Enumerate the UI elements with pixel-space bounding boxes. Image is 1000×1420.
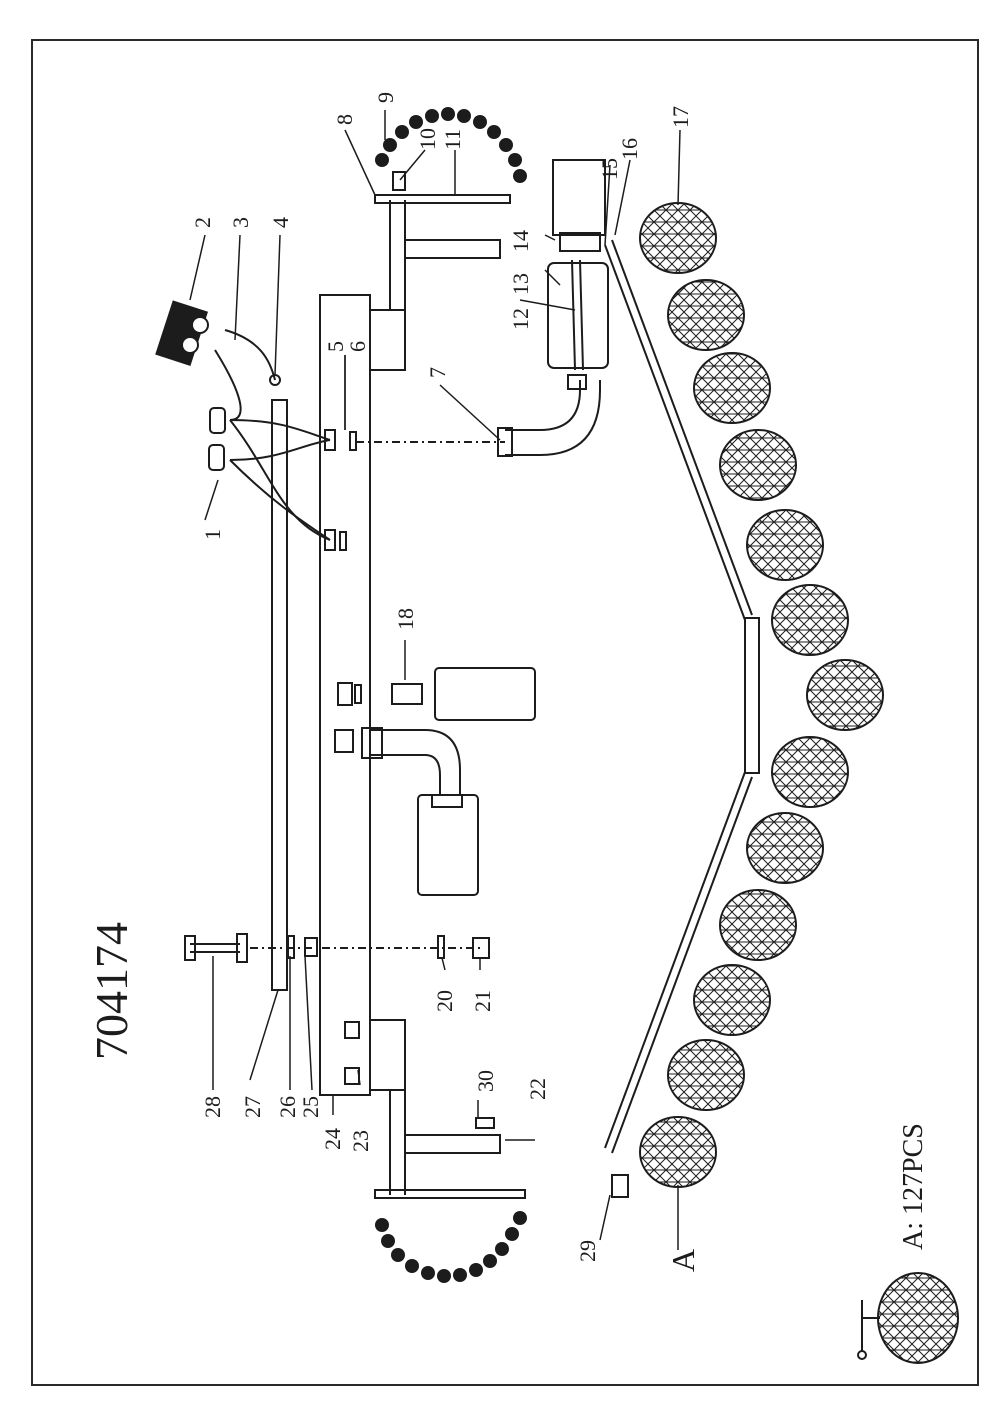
part-label: 22 — [525, 1078, 550, 1100]
part-label: 15 — [597, 158, 622, 180]
part-label: 3 — [228, 217, 253, 228]
shade-upper — [497, 159, 609, 457]
main-frame — [271, 194, 526, 1199]
part-label: 18 — [393, 608, 418, 630]
part-label: 14 — [508, 230, 533, 252]
crystal-icon — [877, 1272, 959, 1364]
part-label: 6 — [345, 341, 370, 352]
part-label: 24 — [320, 1128, 345, 1150]
crystal-drop-5 — [746, 509, 824, 581]
part-label: 30 — [473, 1070, 498, 1092]
crystal-drop-7 — [806, 659, 884, 731]
crystal-drop-2 — [667, 279, 745, 351]
crystal-drop-9 — [746, 812, 824, 884]
page-border — [31, 39, 979, 1386]
part-label: 1 — [200, 529, 225, 540]
part-label: 29 — [575, 1240, 600, 1262]
crystal-drop-8 — [771, 736, 849, 808]
screw-10 — [392, 171, 406, 191]
part-label: 5 — [323, 341, 348, 352]
crystal-drop-6 — [771, 584, 849, 656]
crystal-drop-10 — [719, 889, 797, 961]
part-label: 25 — [298, 1096, 323, 1118]
part-label: 23 — [348, 1130, 373, 1152]
part-label: 11 — [440, 129, 465, 150]
bead-arc-right — [375, 1211, 527, 1283]
part-label: 28 — [200, 1096, 225, 1118]
part-label: 27 — [240, 1096, 265, 1118]
canopy — [155, 300, 281, 421]
part-label: 17 — [668, 106, 693, 128]
part-label: 21 — [470, 990, 495, 1012]
part-label: 10 — [415, 128, 440, 150]
crystal-drop-13 — [639, 1116, 717, 1188]
shade-middle — [334, 667, 536, 896]
part-label: 7 — [425, 367, 450, 378]
part-label-group: 1 2 3 4 5 6 7 8 9 10 11 12 13 14 15 16 1… — [190, 92, 693, 1262]
crystal-detail — [857, 1272, 959, 1364]
part-label: 12 — [508, 308, 533, 330]
part-label: 13 — [508, 273, 533, 295]
crystal-drop-1 — [639, 202, 717, 274]
crystal-drop-12 — [667, 1039, 745, 1111]
wires — [208, 407, 505, 551]
leader-lines — [189, 110, 681, 1250]
crystal-drops — [639, 202, 884, 1188]
part-label: 2 — [190, 217, 215, 228]
part-label: 9 — [373, 92, 398, 103]
crystal-drop-3 — [693, 352, 771, 424]
crystal-rail — [604, 239, 760, 1198]
crystal-quantity-note: A: 127PCS — [898, 1123, 929, 1250]
detail-label: A — [665, 1249, 701, 1272]
crystal-drop-4 — [719, 429, 797, 501]
model-number: 704174 — [86, 922, 137, 1060]
part-label: 26 — [275, 1096, 300, 1118]
center-fixings — [184, 933, 495, 1129]
part-label: 20 — [432, 990, 457, 1012]
part-label: 8 — [332, 114, 357, 125]
bead-arc-left — [375, 107, 527, 183]
part-label: 4 — [268, 217, 293, 228]
crystal-drop-11 — [693, 964, 771, 1036]
part-label: 16 — [617, 138, 642, 160]
